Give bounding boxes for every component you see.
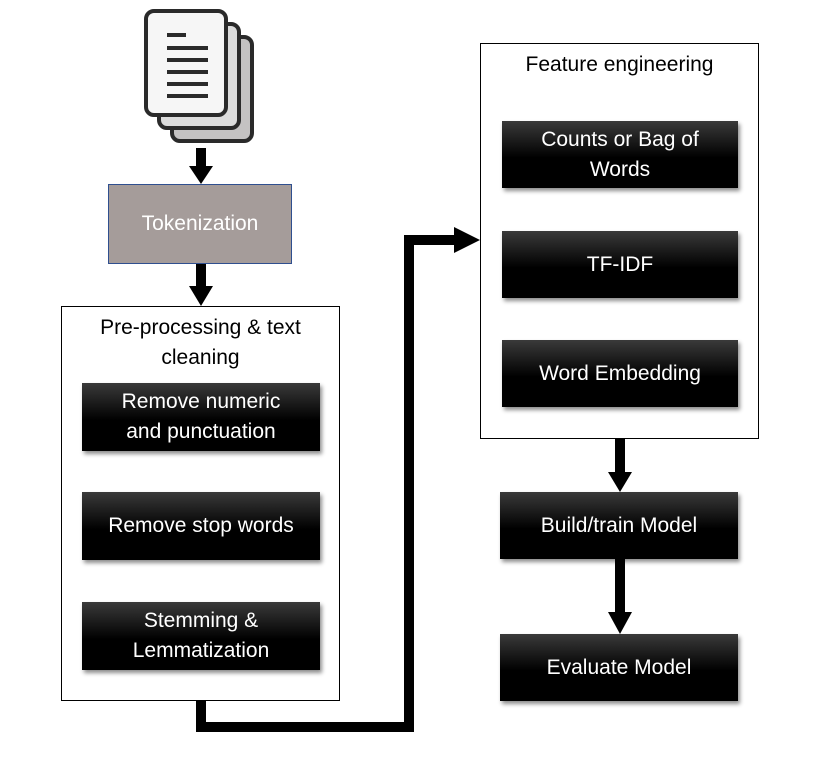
step-word-embedding: Word Embedding (502, 340, 738, 407)
arrow-build-model-to-evaluate-model (608, 559, 632, 634)
evaluate-model-node: Evaluate Model (500, 634, 738, 701)
step-remove-stop-words: Remove stop words (82, 492, 320, 560)
preprocessing-title: Pre-processing & text cleaning (100, 316, 301, 369)
tokenization-label: Tokenization (141, 212, 259, 235)
step-counts-bag-of-words: Counts or Bag of Words (502, 121, 738, 188)
arrow-tokenization-to-preprocessing (189, 264, 213, 306)
step-stemming-lemmatization: Stemming & Lemmatization (82, 602, 320, 670)
step-remove-numeric-punctuation: Remove numeric and punctuation (82, 383, 320, 451)
arrow-feature-engineering-to-build-model (608, 439, 632, 492)
arrow-document-to-tokenization (189, 148, 213, 184)
build-train-model-node: Build/train Model (500, 492, 738, 559)
tokenization-node: Tokenization (108, 184, 292, 264)
elbow-connector-preprocessing-to-feature-engineering (196, 227, 480, 732)
feature-engineering-title: Feature engineering (525, 53, 714, 76)
step-tf-idf: TF-IDF (502, 231, 738, 298)
